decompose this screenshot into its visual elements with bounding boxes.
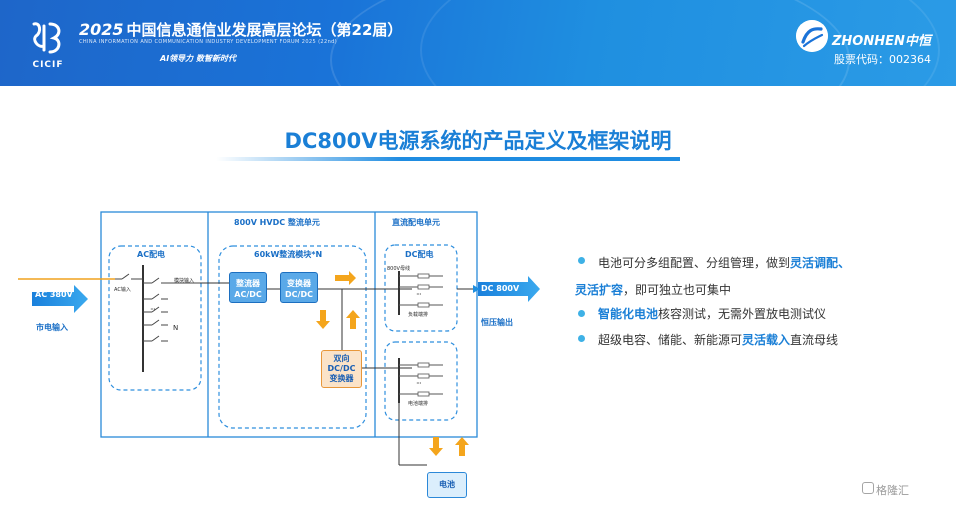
ac-switches xyxy=(115,273,200,342)
company-name: ZHONHEN中恒 xyxy=(832,34,931,49)
forum-slogan: AI领导力 数智新时代 xyxy=(160,54,236,63)
bullet-highlight: 灵活扩容 xyxy=(575,283,624,297)
converter-dcdc-box: 变换器 DC/DC xyxy=(280,272,318,303)
cicif-logo-text: CICIF xyxy=(32,60,64,70)
flow-arrow-down xyxy=(316,310,330,329)
bullet-dot xyxy=(578,257,585,264)
load-branches xyxy=(399,275,443,306)
bus-800v-label: 800V母线 xyxy=(387,266,410,272)
dc-unit-section-label: 直流配电单元 xyxy=(392,218,440,227)
forum-subtitle: CHINA INFORMATION AND COMMUNICATION INDU… xyxy=(79,39,338,45)
dc-800v-label: DC 800V xyxy=(481,284,520,293)
ac-ellipsis: ··· xyxy=(150,305,156,314)
module-input-label: 模块输入 xyxy=(174,278,195,284)
dc-dist-label: DC配电 xyxy=(405,250,434,259)
battery-dist-container xyxy=(384,341,458,421)
constant-voltage-output-label: 恒压输出 xyxy=(481,318,513,327)
battery-branch-label: 电池端排 xyxy=(408,401,429,407)
bullet-text: 电池可分多组配置、分组管理，做到 xyxy=(598,256,791,270)
zhonhen-logo-icon xyxy=(796,20,828,52)
ac-dist-container xyxy=(108,245,202,391)
battery-fuses xyxy=(417,362,430,397)
cicif-logo-icon xyxy=(32,22,61,54)
ac-380v-label: AC 380V xyxy=(35,290,73,299)
outer-frame xyxy=(100,211,478,438)
hvdc-section-label: 800V HVDC 整流单元 xyxy=(234,218,320,227)
rectifier-group-container xyxy=(218,245,367,429)
watermark-text: 格隆汇 xyxy=(876,484,909,497)
battery-ellipsis: ··· xyxy=(416,379,422,388)
mains-input-label: 市电输入 xyxy=(36,323,68,332)
load-fuses xyxy=(417,273,430,308)
title-underline xyxy=(216,157,680,161)
watermark-icon xyxy=(862,482,874,494)
ac-input-arrow xyxy=(32,285,88,313)
bullet-line-4: 超级电容、储能、新能源可灵活载入直流母线 xyxy=(598,331,838,348)
bullet-text: 超级电容、储能、新能源可 xyxy=(598,333,743,347)
ac-section-label: AC配电 xyxy=(137,250,166,259)
system-diagram: 800V HVDC 整流单元 直流配电单元 AC配电 60kW整流模块*N DC… xyxy=(0,205,540,505)
flow-arrow-right xyxy=(335,271,356,285)
flow-arrow-up xyxy=(346,310,360,329)
bullet-highlight: 灵活载入 xyxy=(742,333,791,347)
output-arrowhead xyxy=(473,285,480,293)
battery-flow-up xyxy=(455,437,469,456)
battery-flow-down xyxy=(429,437,443,456)
bullet-line-1: 电池可分多组配置、分组管理，做到灵活调配、 xyxy=(598,254,850,271)
dc-dist-container xyxy=(384,244,458,332)
stock-code: 股票代码：002364 xyxy=(834,53,931,66)
bullet-highlight: 智能化电池 xyxy=(598,307,659,321)
bullet-dot xyxy=(578,335,585,342)
load-ellipsis: ··· xyxy=(416,290,422,299)
diagram-lines xyxy=(18,211,540,466)
bullet-text: 核容测试，无需外置放电测试仪 xyxy=(658,307,827,321)
ac-input-label: AC输入 xyxy=(114,287,131,293)
bullet-line-2: 灵活扩容，即可独立也可集中 xyxy=(575,281,731,298)
bullet-text: 直流母线 xyxy=(790,333,839,347)
load-branch-label: 负载端排 xyxy=(408,312,429,318)
bullet-highlight: 灵活调配、 xyxy=(790,256,851,270)
bidirectional-dcdc-box: 双向 DC/DC 变换器 xyxy=(321,350,362,388)
forum-title-text: 中国信息通信业发展高层论坛（第22届） xyxy=(126,21,403,39)
battery-branches xyxy=(399,364,443,395)
rectifier-group-label: 60kW整流模块*N xyxy=(254,250,323,259)
n-label: N xyxy=(173,324,179,332)
bullet-dot xyxy=(578,310,585,317)
banner-decoration xyxy=(420,0,940,86)
bullet-line-3: 智能化电池核容测试，无需外置放电测试仪 xyxy=(598,305,826,322)
rectifier-acdc-box: 整流器 AC/DC xyxy=(229,272,267,303)
battery-box: 电池 xyxy=(427,472,467,498)
dc-output-arrow xyxy=(478,276,540,302)
page-title: DC800V电源系统的产品定义及框架说明 xyxy=(284,129,672,153)
bullet-text: ，即可独立也可集中 xyxy=(623,283,732,297)
forum-year: 2025 xyxy=(79,20,124,39)
